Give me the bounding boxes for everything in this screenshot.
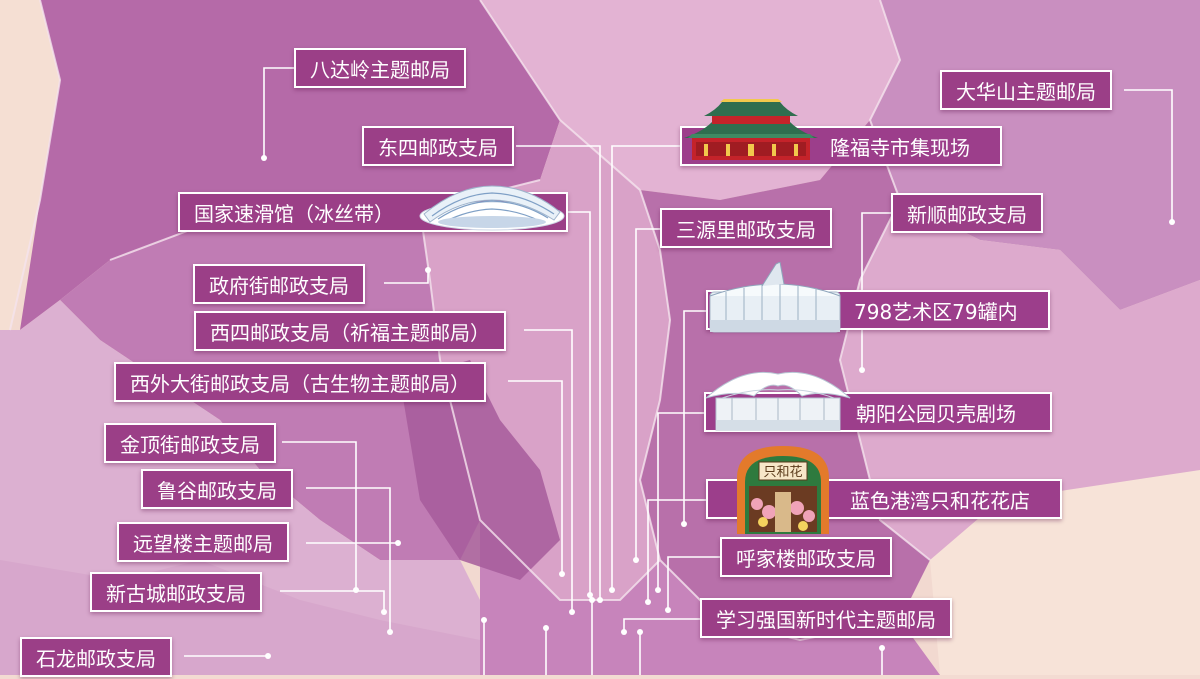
label-national-speed-skating-oval-text: 国家速滑馆（冰丝带） [194, 202, 394, 226]
label-shilong-post-office[interactable]: 石龙邮政支局 [20, 637, 172, 677]
speed-skating-oval-illustration [419, 185, 565, 231]
flower-shop-sign: 只和花 [763, 464, 802, 480]
label-badaling-post-office[interactable]: 八达岭主题邮局 [294, 48, 466, 88]
label-sanyuanli-post-office[interactable]: 三源里邮政支局 [660, 208, 832, 248]
label-xuexi-qiangguo-post-office[interactable]: 学习强国新时代主题邮局 [700, 598, 952, 638]
label-yuanwanglou-post-office[interactable]: 远望楼主题邮局 [117, 522, 289, 562]
art-district-798-illustration [709, 262, 841, 333]
outer-region-right-bottom [930, 470, 1200, 675]
label-hujialou-post-office[interactable]: 呼家楼邮政支局 [720, 537, 892, 577]
label-xingucheng-post-office[interactable]: 新古城邮政支局 [90, 572, 262, 612]
longfu-temple-illustration [684, 99, 818, 160]
label-longfu-temple-market-text: 隆福寺市集现场 [830, 136, 970, 160]
label-dahuashan-post-office[interactable]: 大华山主题邮局 [940, 70, 1112, 110]
label-xisi-post-office[interactable]: 西四邮政支局（祈福主题邮局） [194, 311, 506, 351]
connector-dots [261, 155, 1175, 659]
shell-theater-illustration [705, 371, 851, 431]
label-lugu-post-office[interactable]: 鲁谷邮政支局 [141, 469, 293, 509]
label-jindingjie-post-office[interactable]: 金顶街邮政支局 [104, 423, 276, 463]
label-fuyoujie-post-office[interactable]: 政府街邮政支局 [193, 264, 365, 304]
label-dongsi-post-office[interactable]: 东四邮政支局 [362, 126, 514, 166]
district-inner-dark [400, 360, 560, 580]
connector-lines [184, 67, 1173, 675]
label-xiwai-post-office[interactable]: 西外大街邮政支局（古生物主题邮局） [114, 362, 486, 402]
flower-shop-illustration: 只和花 [737, 446, 829, 534]
label-798-art-district-text: 798艺术区79罐内 [854, 300, 1018, 324]
label-lansegang-flower-shop-text: 蓝色港湾只和花花店 [850, 489, 1030, 513]
label-xinshun-post-office[interactable]: 新顺邮政支局 [891, 193, 1043, 233]
label-chaoyang-park-shell-theater-text: 朝阳公园贝壳剧场 [856, 402, 1016, 426]
outer-region-left [0, 0, 60, 330]
